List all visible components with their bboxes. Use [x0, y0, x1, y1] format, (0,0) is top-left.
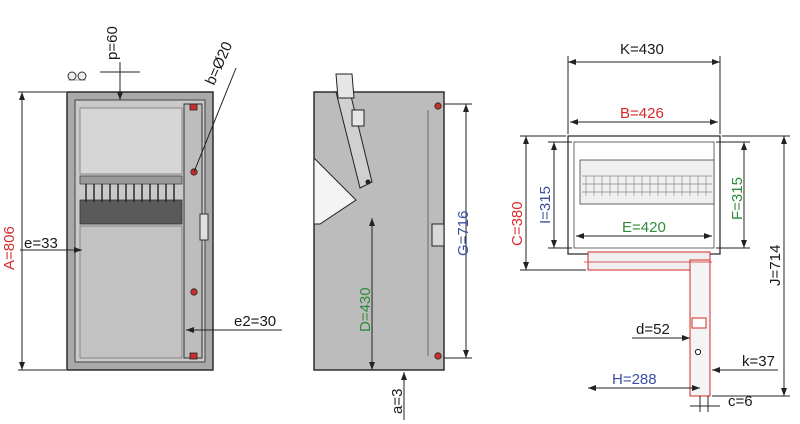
- side-hinge-block: [431, 223, 445, 247]
- front-door-edge: [183, 103, 203, 359]
- front-rack: [79, 175, 183, 225]
- label-a-806: A=806: [1, 226, 18, 270]
- top-rack: [579, 159, 715, 205]
- label-d-52: d=52: [636, 321, 670, 338]
- front-handle: [199, 213, 209, 241]
- label-d-430: D=430: [357, 287, 374, 332]
- side-pivot: [365, 179, 371, 185]
- side-bolt: [434, 352, 442, 360]
- label-g-716: G=716: [455, 211, 472, 256]
- side-latch: [351, 109, 365, 127]
- label-i-315: I=315: [537, 186, 554, 224]
- side-view: D=430 G=716 a=3: [313, 73, 472, 420]
- front-top-wheel: [77, 71, 87, 81]
- side-bolt: [434, 102, 442, 110]
- label-p-60: p=60: [104, 26, 121, 60]
- label-c-6: c=6: [728, 393, 753, 410]
- front-lower-panel: [79, 225, 183, 359]
- label-h-288: H=288: [612, 371, 657, 388]
- front-bolt: [189, 352, 198, 360]
- front-bolt: [189, 103, 198, 111]
- front-bolt: [190, 288, 198, 296]
- side-arm-top: [335, 73, 355, 99]
- label-e2-30: e2=30: [234, 313, 276, 330]
- top-view: K=430 B=426 C=380 I=315 F=315 E=420: [509, 41, 790, 412]
- top-door-pin: [694, 348, 702, 356]
- label-f-315: F=315: [729, 177, 746, 220]
- label-e-33: e=33: [24, 235, 58, 252]
- front-top-wheel: [67, 71, 77, 81]
- label-k-430: K=430: [620, 41, 664, 58]
- front-upper-panel: [79, 107, 183, 175]
- label-a-3: a=3: [389, 389, 406, 414]
- top-door-knob: [691, 317, 707, 329]
- label-j-714: J=714: [767, 245, 784, 286]
- label-b-426: B=426: [620, 105, 664, 122]
- label-c-380: C=380: [509, 201, 526, 246]
- side-cabinet-body: [313, 91, 445, 371]
- label-e-420: E=420: [622, 219, 666, 236]
- label-k-37: k=37: [742, 353, 775, 370]
- side-bracket: [313, 156, 357, 225]
- front-view: A=806 p=60 b=Ø20 e=33 e2=30: [1, 26, 282, 371]
